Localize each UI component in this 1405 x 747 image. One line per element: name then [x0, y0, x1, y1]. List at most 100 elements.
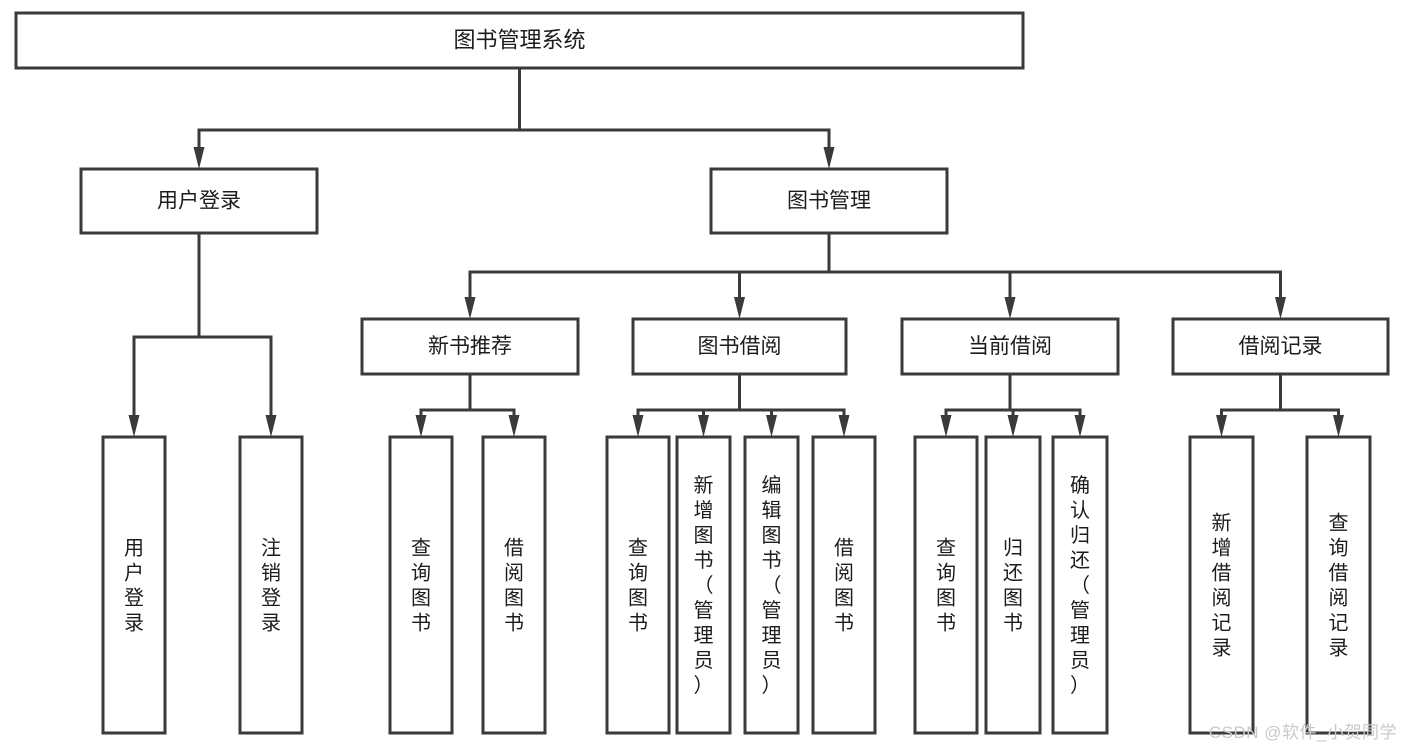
node-box-leaf-borrow-book-2: [811, 435, 877, 735]
nodes-layer: 图书管理系统用户登录图书管理新书推荐图书借阅当前借阅借阅记录用户登录注销登录查询…: [14, 11, 1390, 735]
node-root[interactable]: 图书管理系统: [14, 11, 1025, 70]
node-label-char: 登: [124, 587, 144, 610]
node-box-leaf-query-book-3: [913, 435, 979, 735]
node-box-user-login: [79, 167, 319, 235]
node-label-current-borrow: 当前借阅: [968, 335, 1052, 358]
node-label-char: 图: [762, 525, 782, 547]
node-label-char: 图: [834, 588, 854, 610]
node-label-char: 记: [1329, 612, 1349, 635]
node-label-user-login: 用户登录: [157, 190, 241, 213]
node-box-leaf-edit-book-admin: [743, 435, 800, 735]
arrow-head-icon: [464, 297, 476, 319]
node-current-borrow[interactable]: 当前借阅: [900, 317, 1120, 376]
arrow-head-icon: [1216, 415, 1227, 437]
node-label-char: 员: [694, 650, 714, 672]
node-label-char: 图: [504, 588, 524, 610]
node-box-leaf-add-borrow-record: [1188, 435, 1255, 735]
node-label-char: 销: [261, 562, 281, 585]
node-box-leaf-query-borrow-record: [1305, 435, 1372, 735]
node-label-char: ）: [762, 674, 782, 697]
node-label-char: 编: [762, 474, 782, 497]
node-label-char: 新: [694, 474, 714, 497]
node-label-char: 辑: [762, 499, 782, 522]
node-label-char: 录: [124, 613, 144, 635]
node-label-borrow-record: 借阅记录: [1239, 335, 1323, 358]
node-label-new-book-recommend: 新书推荐: [428, 335, 512, 358]
node-leaf-user-login[interactable]: 用户登录: [101, 435, 167, 735]
node-book-borrow[interactable]: 图书借阅: [631, 317, 848, 376]
arrow-head-icon: [734, 297, 745, 319]
arrow-head-icon: [766, 415, 777, 437]
node-label-char: 查: [411, 537, 431, 560]
node-label-char: 借: [504, 537, 524, 560]
arrow-head-icon: [1333, 415, 1344, 437]
node-label-char: 书: [694, 549, 714, 572]
node-user-login[interactable]: 用户登录: [79, 167, 319, 235]
node-label-char: 书: [936, 612, 956, 635]
arrow-head-icon: [265, 415, 277, 437]
node-box-leaf-borrow-book-1: [481, 435, 547, 735]
node-label-char: 询: [628, 562, 648, 585]
node-label-char: 理: [1070, 625, 1090, 647]
connector-group-root: [193, 66, 835, 169]
node-label-char: 增: [1212, 537, 1232, 560]
node-label-char: 确: [1070, 474, 1090, 497]
node-box-book-borrow: [631, 317, 848, 376]
node-box-root: [14, 11, 1025, 70]
node-label-char: 归: [1070, 524, 1090, 547]
node-label-char: 阅: [834, 562, 854, 585]
node-label-char: 员: [1070, 650, 1090, 672]
node-box-leaf-query-book-2: [605, 435, 671, 735]
node-label-char: 登: [261, 587, 281, 610]
node-box-leaf-return-book: [984, 435, 1042, 735]
connector-group-book-borrow: [632, 372, 850, 437]
node-label-char: 用: [124, 538, 144, 560]
node-label-char: 录: [1329, 638, 1349, 660]
node-label-char: 书: [628, 612, 648, 635]
connectors-layer: [128, 66, 1344, 437]
connector-group-current-borrow: [940, 372, 1086, 437]
node-label-char: 查: [936, 537, 956, 560]
node-book-manage[interactable]: 图书管理: [709, 167, 949, 235]
node-label-char: 管: [1070, 599, 1090, 622]
node-label-char: 记: [1212, 612, 1232, 635]
node-borrow-record[interactable]: 借阅记录: [1171, 317, 1390, 376]
node-box-leaf-user-login: [101, 435, 167, 735]
node-label-char: 阅: [1329, 587, 1349, 610]
node-label-book-borrow: 图书借阅: [698, 335, 782, 358]
node-label-char: 借: [1212, 562, 1232, 585]
node-label-book-manage: 图书管理: [787, 190, 871, 213]
node-new-book-recommend[interactable]: 新书推荐: [360, 317, 580, 376]
node-label-char: 询: [411, 562, 431, 585]
node-label-char: 图: [411, 588, 431, 610]
node-label-char: 书: [411, 612, 431, 635]
node-label-char: 图: [1003, 588, 1023, 610]
arrow-head-icon: [632, 415, 644, 437]
node-label-char: 阅: [1212, 587, 1232, 610]
node-label-char: 询: [936, 562, 956, 585]
node-label-char: 归: [1003, 537, 1023, 560]
node-box-leaf-confirm-return-admin: [1051, 435, 1109, 735]
node-label-char: 户: [124, 562, 144, 585]
node-label-char: 书: [1003, 612, 1023, 635]
node-label-char: （: [1070, 574, 1090, 597]
arrow-head-icon: [193, 147, 205, 169]
node-label-char: 图: [936, 588, 956, 610]
node-label-char: 增: [694, 499, 714, 522]
arrow-head-icon: [1275, 297, 1286, 319]
node-label-root: 图书管理系统: [453, 27, 585, 52]
connector-group-user-login: [128, 231, 277, 437]
node-box-new-book-recommend: [360, 317, 580, 376]
